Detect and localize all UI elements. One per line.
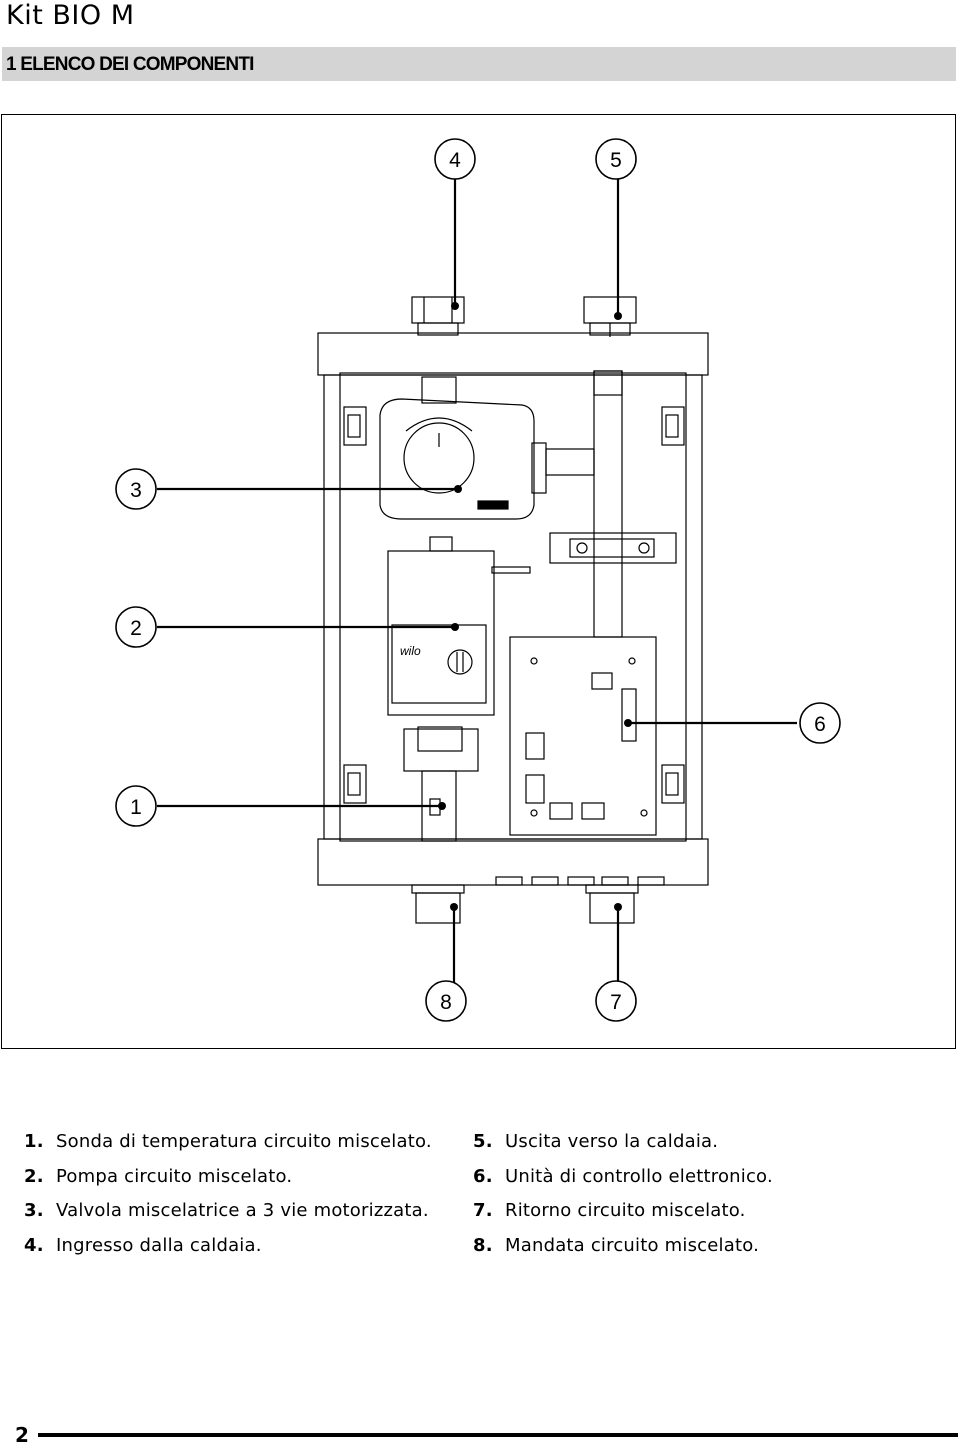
legend-text: Mandata circuito miscelato. bbox=[505, 1234, 760, 1256]
callout-1 bbox=[115, 785, 157, 827]
legend-number: 5. bbox=[473, 1131, 493, 1152]
callout-7-label: 7 bbox=[610, 991, 622, 1014]
callout-1-label: 1 bbox=[130, 796, 142, 819]
legend-item: 1. Sonda di temperatura circuito miscelat… bbox=[24, 1130, 432, 1165]
legend-number: 8. bbox=[473, 1234, 493, 1256]
legend-text: Ritorno circuito miscelato. bbox=[505, 1200, 746, 1221]
bottom-connectors bbox=[411, 876, 665, 924]
pump-brand-label: wilo bbox=[400, 644, 421, 658]
casing-top-rail bbox=[317, 332, 709, 376]
callout-7 bbox=[595, 980, 637, 1022]
component-diagram: wilo bbox=[115, 138, 841, 1022]
legend-text: Pompa circuito miscelato. bbox=[56, 1165, 293, 1187]
return-pipe bbox=[593, 370, 623, 638]
callout-2 bbox=[115, 606, 157, 648]
legend-text: Sonda di temperatura circuito miscelato. bbox=[56, 1131, 432, 1152]
legend-left-column: 1. Sonda di temperatura circuito miscelat… bbox=[24, 1130, 432, 1268]
legend-number: 4. bbox=[24, 1234, 44, 1256]
legend-item: 4. Ingresso dalla caldaia. bbox=[24, 1234, 432, 1269]
document-title: Kit BIO M bbox=[6, 0, 135, 31]
inlet-connector-top-left bbox=[411, 296, 465, 336]
section-header-bar: 1 ELENCO DEI COMPONENTI bbox=[2, 47, 956, 81]
callout-6-label: 6 bbox=[814, 713, 826, 736]
callout-6 bbox=[799, 702, 841, 744]
callout-8-label: 8 bbox=[440, 991, 452, 1014]
legend-number: 3. bbox=[24, 1200, 44, 1221]
legend-text: Valvola miscelatrice a 3 vie motorizzata… bbox=[56, 1200, 429, 1221]
legend-item: 2. Pompa circuito miscelato. bbox=[24, 1165, 432, 1200]
callout-5-label: 5 bbox=[610, 149, 622, 172]
mixing-valve-actuator bbox=[379, 376, 595, 520]
legend-number: 1. bbox=[24, 1131, 44, 1152]
circulation-pump: wilo bbox=[387, 536, 531, 842]
callout-leaders bbox=[157, 179, 797, 983]
section-title: 1 ELENCO DEI COMPONENTI bbox=[6, 54, 254, 75]
legend-item: 7. Ritorno circuito miscelato. bbox=[473, 1199, 773, 1234]
legend-item: 5. Uscita verso la caldaia. bbox=[473, 1130, 773, 1165]
callout-3 bbox=[115, 468, 157, 510]
callout-5 bbox=[595, 138, 637, 180]
legend-item: 8. Mandata circuito miscelato. bbox=[473, 1234, 773, 1269]
legend-item: 6. Unità di controllo elettronico. bbox=[473, 1165, 773, 1200]
legend-item: 3. Valvola miscelatrice a 3 vie motorizza… bbox=[24, 1199, 432, 1234]
component-diagram-frame: wilo bbox=[1, 114, 956, 1049]
page-number: 2 bbox=[15, 1423, 29, 1447]
side-brackets bbox=[343, 406, 685, 804]
legend-text: Uscita verso la caldaia. bbox=[505, 1131, 719, 1152]
legend-right-column: 5. Uscita verso la caldaia. 6. Unità di co… bbox=[473, 1130, 773, 1268]
legend-number: 2. bbox=[24, 1165, 44, 1187]
legend-text: Ingresso dalla caldaia. bbox=[56, 1234, 262, 1256]
pipe-clamp bbox=[549, 532, 677, 564]
callout-3-label: 3 bbox=[130, 479, 142, 502]
legend-number: 7. bbox=[473, 1200, 493, 1221]
callout-8 bbox=[425, 980, 467, 1022]
callout-4-label: 4 bbox=[449, 149, 461, 172]
casing-body bbox=[323, 374, 703, 840]
outlet-connector-top-right bbox=[583, 296, 637, 337]
legend-text: Unità di controllo elettronico. bbox=[505, 1165, 773, 1187]
legend-number: 6. bbox=[473, 1165, 493, 1187]
electronic-control-unit bbox=[509, 636, 657, 836]
casing-bottom-rail bbox=[317, 838, 709, 886]
callout-4 bbox=[434, 138, 476, 180]
callout-2-label: 2 bbox=[130, 617, 142, 640]
footer-rule bbox=[38, 1433, 958, 1437]
